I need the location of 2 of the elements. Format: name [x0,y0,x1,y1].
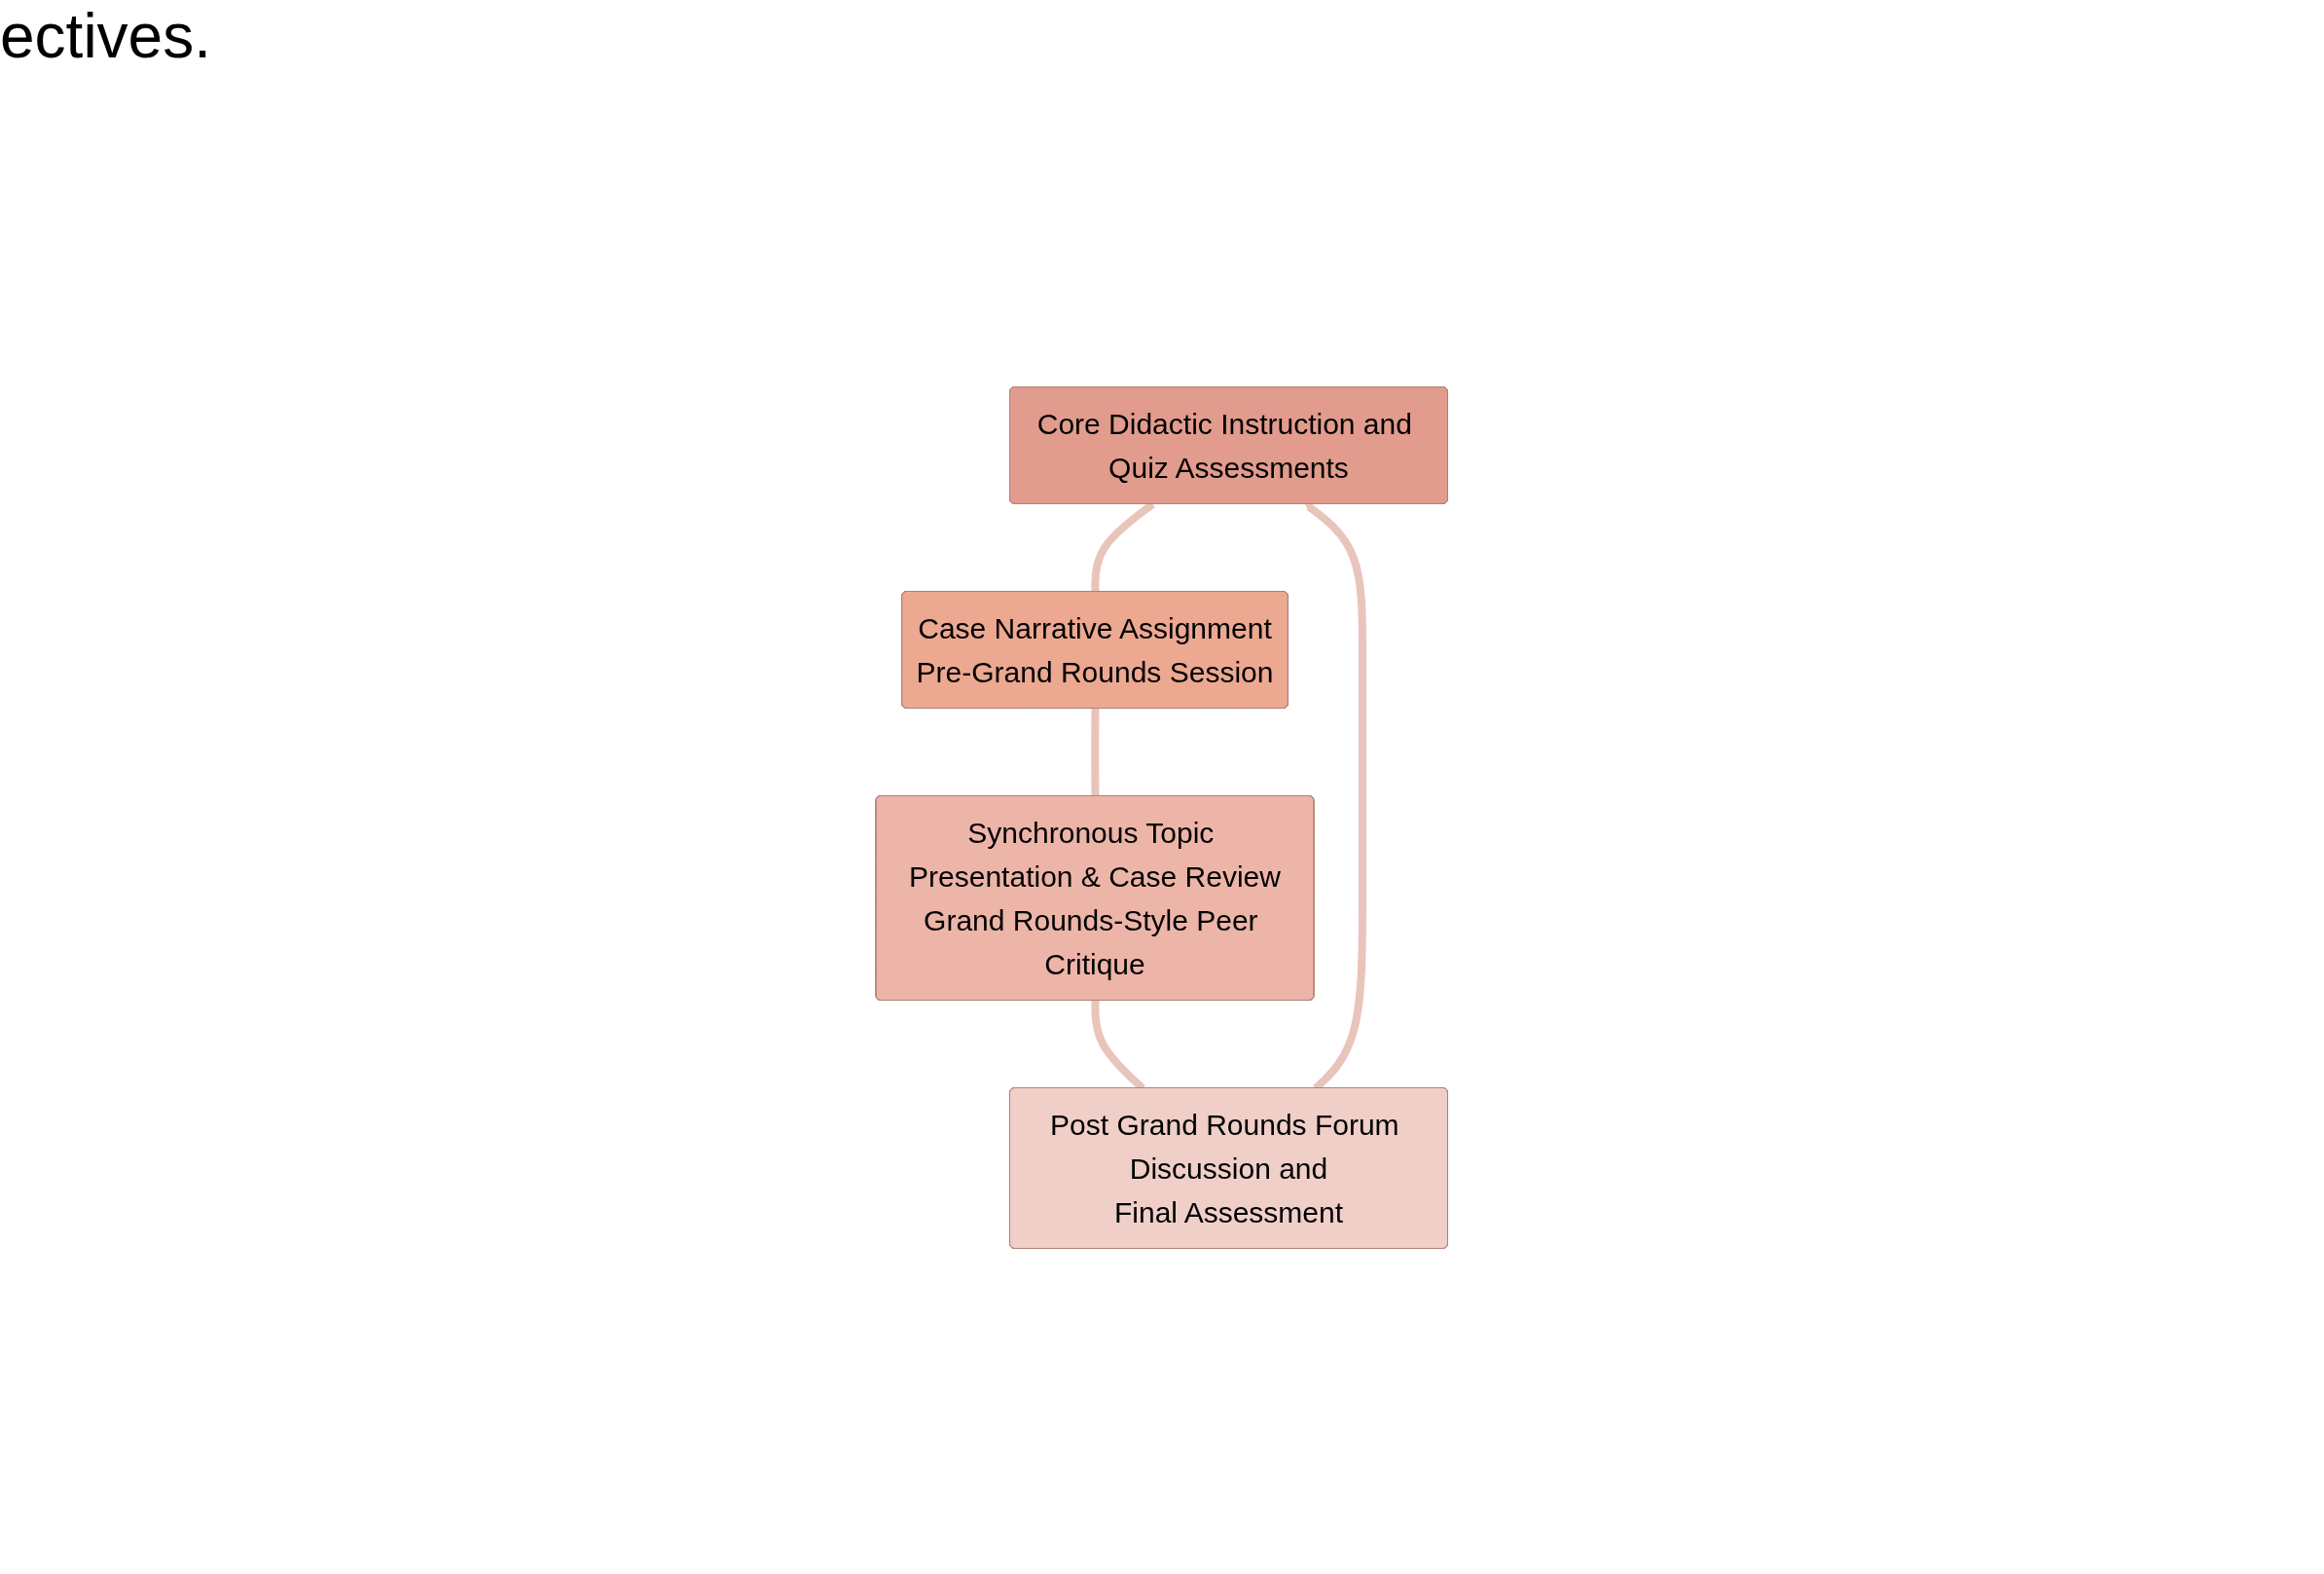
text-fragment: ectives. [0,0,211,72]
connector [1091,708,1100,797]
